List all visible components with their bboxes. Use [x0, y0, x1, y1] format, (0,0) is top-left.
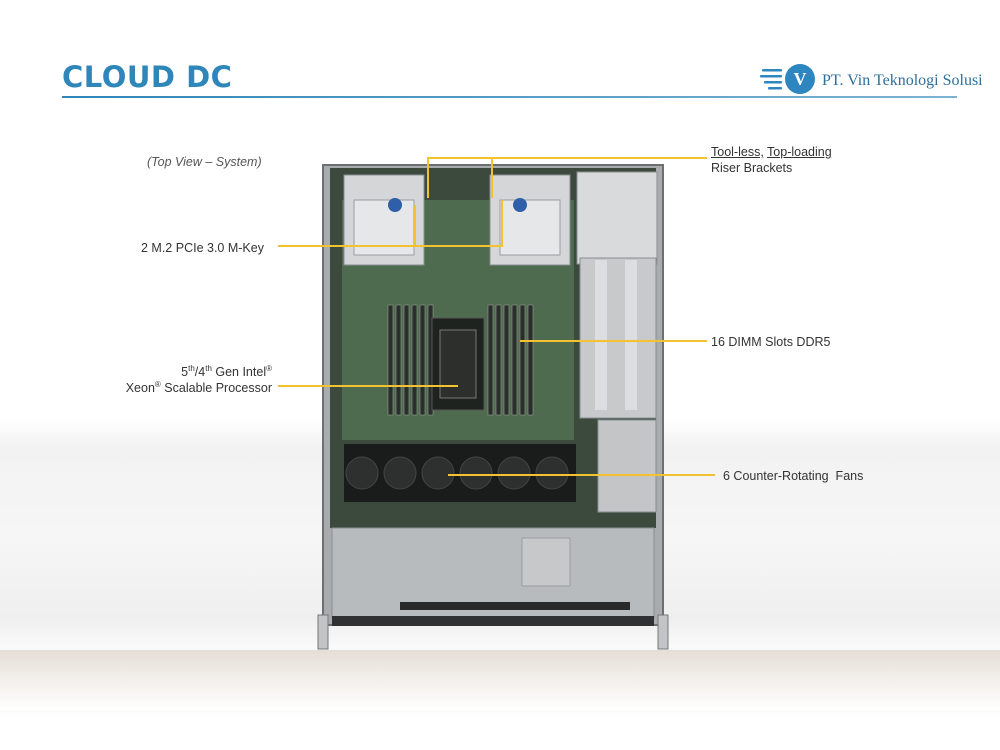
riser-callout-label: Tool-less, Top-loading Riser Brackets: [711, 145, 832, 175]
cpu-callout-label: 5th/4th Gen Intel® Xeon® Scalable Proces…: [125, 363, 272, 395]
company-name: PT. Vin Teknologi Solusi: [822, 72, 983, 89]
page-title: CLOUD DC: [62, 60, 233, 94]
power-supply: [576, 171, 658, 265]
fans-callout-label: 6 Counter-Rotating Fans: [723, 469, 864, 483]
logo-mark-icon: V: [760, 64, 815, 94]
callout-lines: [278, 157, 715, 476]
dimm-slots: [387, 304, 534, 416]
m2-callout-label: 2 M.2 PCIe 3.0 M-Key: [141, 241, 264, 255]
riser-callout-line: [427, 157, 707, 198]
background-shadow: [0, 650, 1000, 710]
m2-callout-line: [278, 200, 503, 247]
front-vents: [400, 602, 630, 610]
logo-letter: V: [794, 69, 807, 89]
fan-row: [344, 444, 576, 502]
view-caption: (Top View – System): [147, 155, 262, 169]
server-chassis: [317, 164, 669, 650]
dimm-callout-label: 16 DIMM Slots DDR5: [711, 335, 831, 349]
company-logo: V PT. Vin Teknologi Solusi: [760, 62, 990, 96]
title-divider: [62, 96, 957, 98]
